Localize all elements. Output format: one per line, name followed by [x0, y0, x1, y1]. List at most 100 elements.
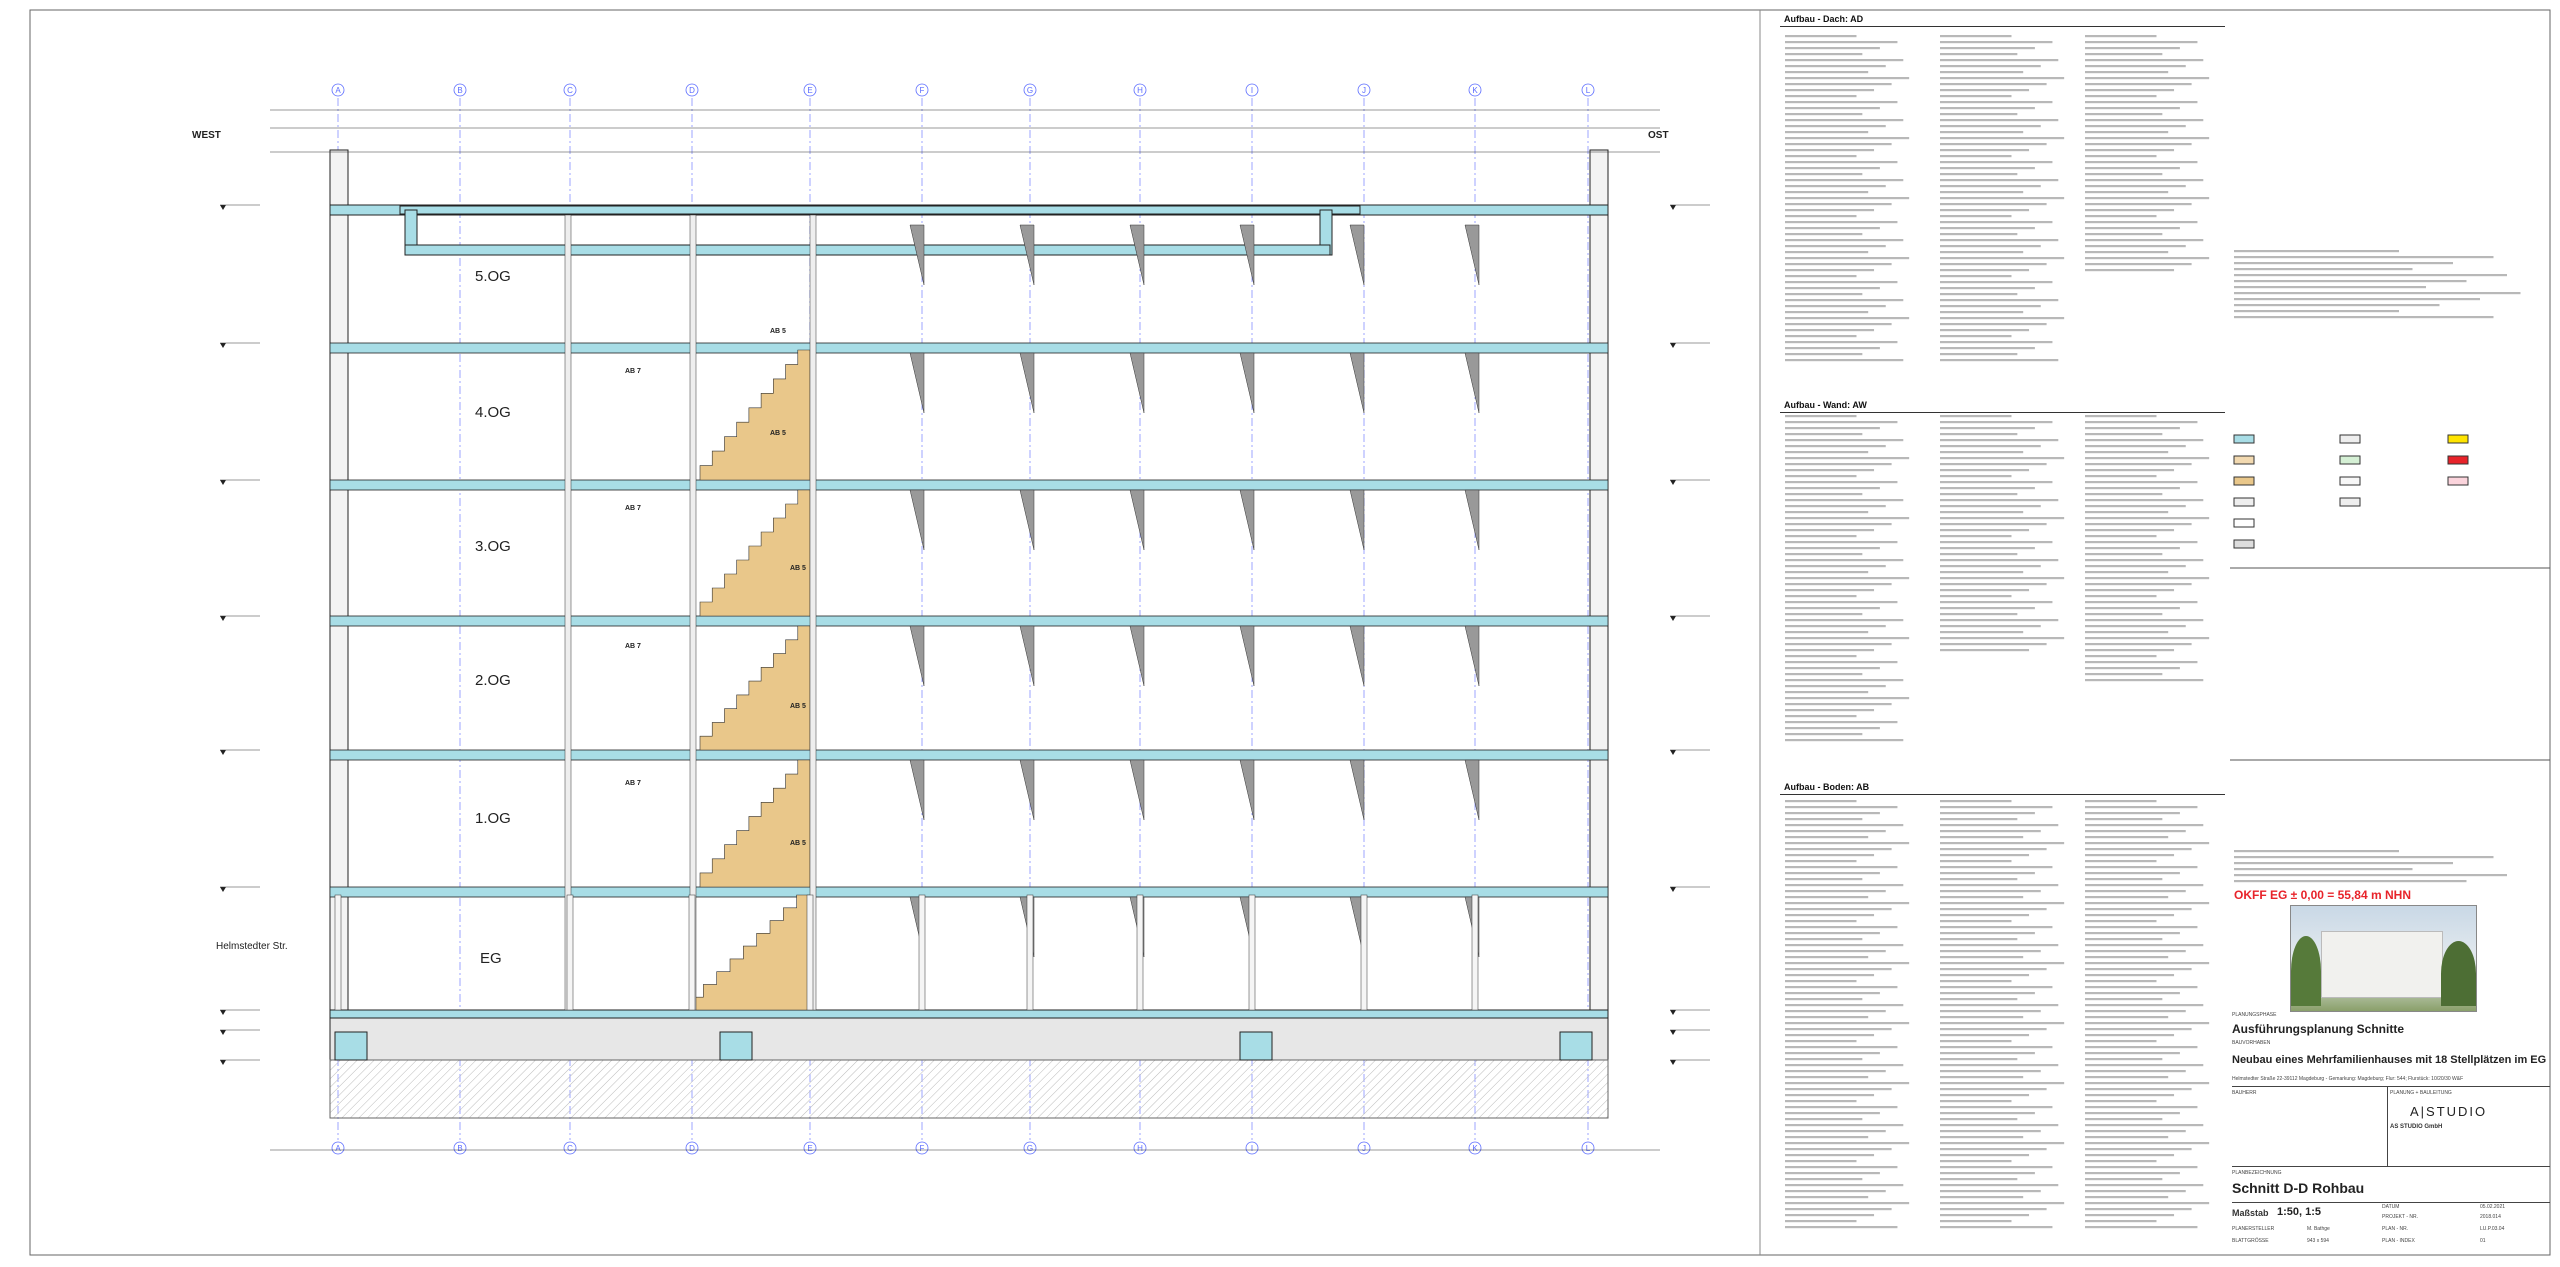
level-marker — [220, 1030, 226, 1035]
column — [1360, 894, 1368, 1011]
floor-slab — [329, 886, 1609, 898]
axis-bubble — [1581, 83, 1595, 97]
downstand-beam — [1019, 759, 1035, 821]
street-label: Helmstedter Str. — [216, 941, 288, 952]
level-marker — [1670, 343, 1676, 348]
downstand-beam — [1019, 352, 1035, 414]
level-marker — [220, 343, 226, 348]
floor-slab — [329, 615, 1609, 627]
floor-label-3og: 3.OG — [475, 538, 511, 555]
axis-label: H — [1137, 1144, 1143, 1153]
level-marker — [1670, 616, 1676, 621]
downstand-beam — [1129, 489, 1145, 551]
client-label: BAUHERR — [2232, 1090, 2257, 1096]
legend-wall-panel: Aufbau - Wand: AW — [1780, 398, 2225, 768]
west-label: WEST — [192, 130, 221, 141]
axis-label: B — [457, 1144, 462, 1153]
staircase — [689, 349, 811, 1011]
downstand-beam — [1239, 759, 1255, 821]
stair-label: AB 5 — [790, 840, 806, 847]
downstand-beam — [1239, 625, 1255, 687]
building-rendering — [2290, 905, 2477, 1012]
level-marker — [220, 205, 226, 210]
interior-wall — [564, 214, 572, 1011]
stair-label: AB 7 — [625, 368, 641, 375]
axis-bubble — [1023, 83, 1037, 97]
axis-bubble — [803, 83, 817, 97]
axis-label: L — [1586, 1144, 1591, 1153]
office-logo: A|STUDIO — [2410, 1104, 2488, 1119]
downstand-beam — [1464, 352, 1480, 414]
level-marker — [220, 750, 226, 755]
axis-bubble — [915, 1141, 929, 1155]
stair-flight — [699, 489, 811, 617]
axis-label: L — [1586, 86, 1591, 95]
axis-label: E — [807, 1144, 812, 1153]
column — [1026, 894, 1034, 1011]
planner-label: PLANUNG + BAULEITUNG — [2390, 1090, 2452, 1096]
stair-label: AB 7 — [625, 643, 641, 650]
stair-flight — [689, 894, 811, 1011]
axis-bubble — [453, 1141, 467, 1155]
east-label: OST — [1648, 130, 1669, 141]
downstand-beam — [1349, 759, 1365, 821]
downstand-beam — [1129, 224, 1145, 286]
floor-slab — [329, 342, 1609, 354]
axis-bubble — [1581, 1141, 1595, 1155]
floor-label-eg: EG — [480, 950, 502, 967]
axis-bubble — [1468, 1141, 1482, 1155]
floor-slab — [329, 749, 1609, 761]
column — [806, 894, 814, 1011]
downstand-beam — [1019, 625, 1035, 687]
office-name: AS STUDIO GmbH — [2390, 1124, 2443, 1130]
column — [566, 894, 574, 1011]
column — [1471, 894, 1479, 1011]
axis-label: J — [1362, 1144, 1366, 1153]
level-marker — [1670, 750, 1676, 755]
project-label: BAUVORHABEN — [2232, 1040, 2271, 1046]
axis-label: F — [920, 86, 925, 95]
axis-label: I — [1251, 86, 1253, 95]
downstand-beam — [1239, 352, 1255, 414]
axis-bubble — [331, 1141, 345, 1155]
okff-level: OKFF EG ± 0,00 = 55,84 m NHN — [2234, 888, 2411, 902]
stair-flight — [699, 349, 811, 481]
floor-label-4og: 4.OG — [475, 404, 511, 421]
axis-bubble — [1023, 1141, 1037, 1155]
axis-bubble — [1133, 1141, 1147, 1155]
downstand-beam — [909, 224, 925, 286]
stair-flight — [699, 759, 811, 888]
plan-title: Schnitt D-D Rohbau — [2232, 1180, 2365, 1196]
downstand-beam — [1464, 489, 1480, 551]
downstand-beam — [1349, 224, 1365, 286]
axis-label: J — [1362, 86, 1366, 95]
floor-label-5og: 5.OG — [475, 268, 511, 285]
legend-wall-title: Aufbau - Wand: AW — [1780, 398, 2225, 413]
column — [688, 894, 696, 1011]
blattgroesse-label: BLATTGRÖSSE — [2232, 1238, 2269, 1244]
axis-bubble — [915, 83, 929, 97]
axis-label: C — [567, 1144, 573, 1153]
scale-value: 1:50, 1:5 — [2277, 1206, 2322, 1218]
planersteller-value: M. Bathge — [2307, 1226, 2330, 1232]
project-title: Neubau eines Mehrfamilienhauses mit 18 S… — [2232, 1054, 2547, 1066]
axis-label: E — [807, 86, 812, 95]
column — [1248, 894, 1256, 1011]
axis-bubble — [1357, 1141, 1371, 1155]
blattgroesse-value: 943 x 594 — [2307, 1238, 2329, 1244]
legend-floor-title: Aufbau - Boden: AB — [1780, 780, 2225, 795]
axis-label: D — [689, 1144, 695, 1153]
downstand-beam — [1349, 489, 1365, 551]
axis-label: B — [457, 86, 462, 95]
index-value: 01 — [2480, 1238, 2486, 1244]
scale-label: Maßstab — [2232, 1208, 2269, 1218]
downstand-beam — [1129, 625, 1145, 687]
legend-floor-panel: Aufbau - Boden: AB — [1780, 780, 2225, 1250]
column — [1136, 894, 1144, 1011]
axis-bubble — [1245, 83, 1259, 97]
axis-label: A — [335, 1144, 341, 1153]
interior-wall — [809, 214, 817, 1011]
downstand-beam — [1129, 352, 1145, 414]
level-marker — [1670, 480, 1676, 485]
stair-flight — [699, 625, 811, 751]
